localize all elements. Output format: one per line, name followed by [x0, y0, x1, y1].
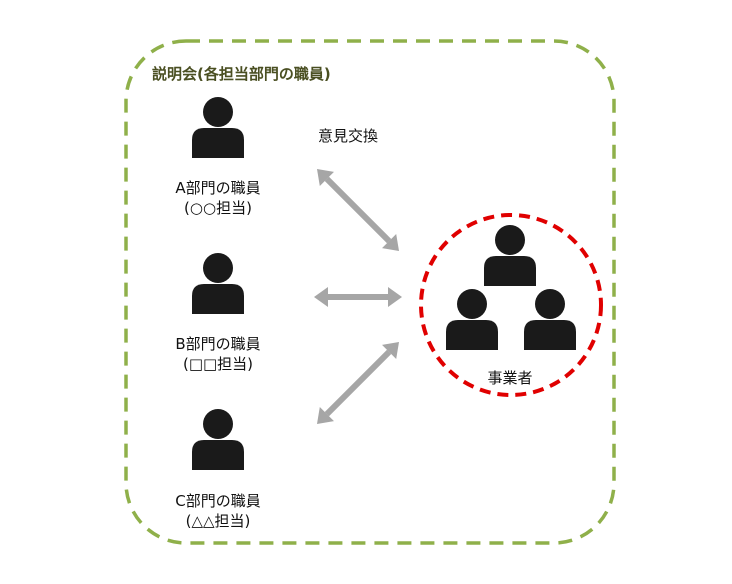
- person-icon: [192, 97, 244, 158]
- staff-dept: A部門の職員: [175, 179, 261, 197]
- person-icon: [484, 225, 536, 286]
- staff-label-b: B部門の職員 (□□担当): [128, 334, 308, 374]
- diagram-title: 説明会(各担当部門の職員): [152, 65, 331, 83]
- person-icon: [192, 409, 244, 470]
- staff-label-c: C部門の職員 (△△担当): [128, 491, 308, 531]
- person-icon: [524, 289, 576, 350]
- person-icon: [192, 253, 244, 314]
- staff-role: (□□担当): [182, 355, 254, 373]
- staff-label-a: A部門の職員 (○○担当): [128, 178, 308, 218]
- business-circle: [419, 213, 603, 397]
- meeting-frame: [124, 39, 616, 545]
- double-arrow-icon: [314, 287, 402, 307]
- staff-dept: B部門の職員: [175, 335, 261, 353]
- double-arrow-icon: [316, 341, 400, 425]
- staff-role: (△△担当): [185, 512, 251, 530]
- exchange-label: 意見交換: [318, 127, 379, 145]
- staff-dept: C部門の職員: [175, 492, 261, 510]
- business-label: 事業者: [487, 369, 533, 387]
- staff-role: (○○担当): [184, 199, 252, 217]
- person-icon: [446, 289, 498, 350]
- double-arrow-icon: [316, 168, 400, 252]
